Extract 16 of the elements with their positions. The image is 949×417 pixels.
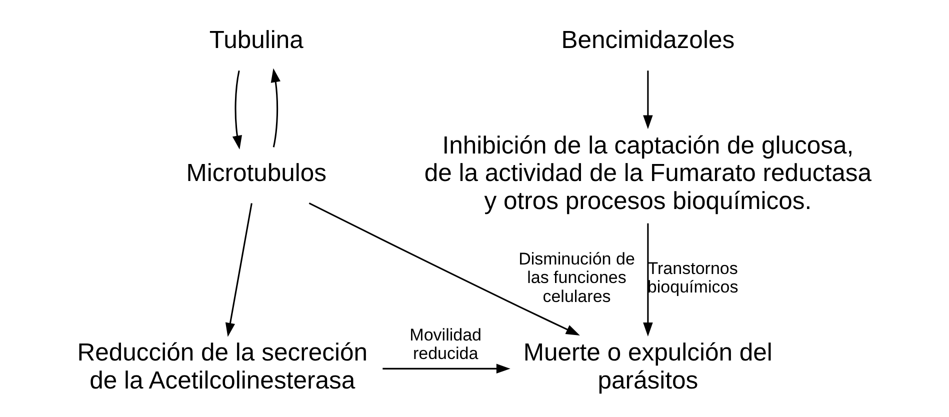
edge-label: Transtornos bioquímicos [646,258,738,297]
arrow [308,202,580,336]
arrow [270,68,280,148]
node-text: Microtubulos [186,160,326,188]
edge-label: Disminución de las funciones celulares [518,250,634,306]
arrow [232,70,242,150]
edge-label: Movilidad reducida [409,326,482,364]
node-text: Muerte o expulción del parásitos [522,340,772,394]
node-text: Inhibición de la captación de glucosa, de la actividad de la Fumarato reductasa y otros procesos bioquímicos. [424,132,872,215]
node-text: Tubulina [208,27,303,54]
arrow [224,203,252,337]
node-text: Bencimidazoles [560,27,734,54]
arrow [382,364,510,374]
arrow [642,70,652,130]
node-text: Reducción de la secreción de la Acetilcolinesterasa [76,340,368,394]
arrow [642,223,652,336]
